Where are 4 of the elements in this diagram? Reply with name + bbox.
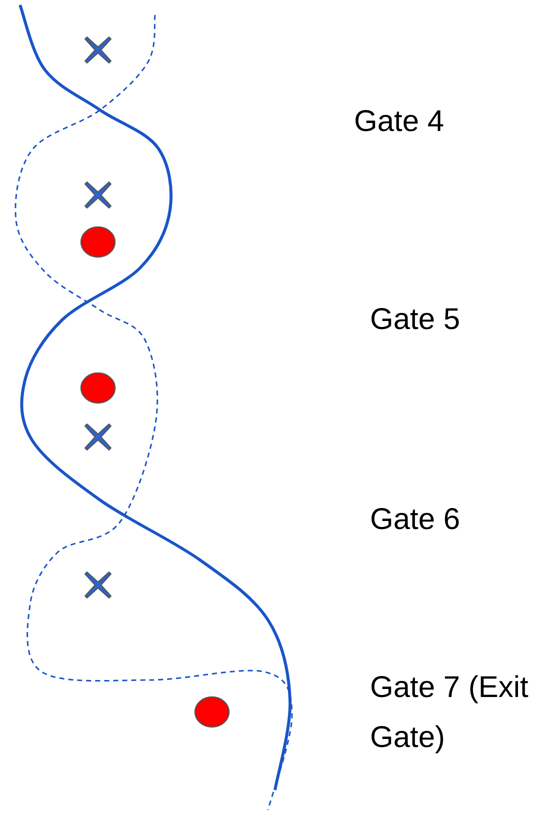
gate-label: Gate 4 xyxy=(354,104,446,140)
gate-label: Gate 7 (Exit Gate) xyxy=(370,670,530,756)
gate-label: Gate 5 xyxy=(370,302,462,338)
gate-label: Gate 6 xyxy=(370,502,462,538)
